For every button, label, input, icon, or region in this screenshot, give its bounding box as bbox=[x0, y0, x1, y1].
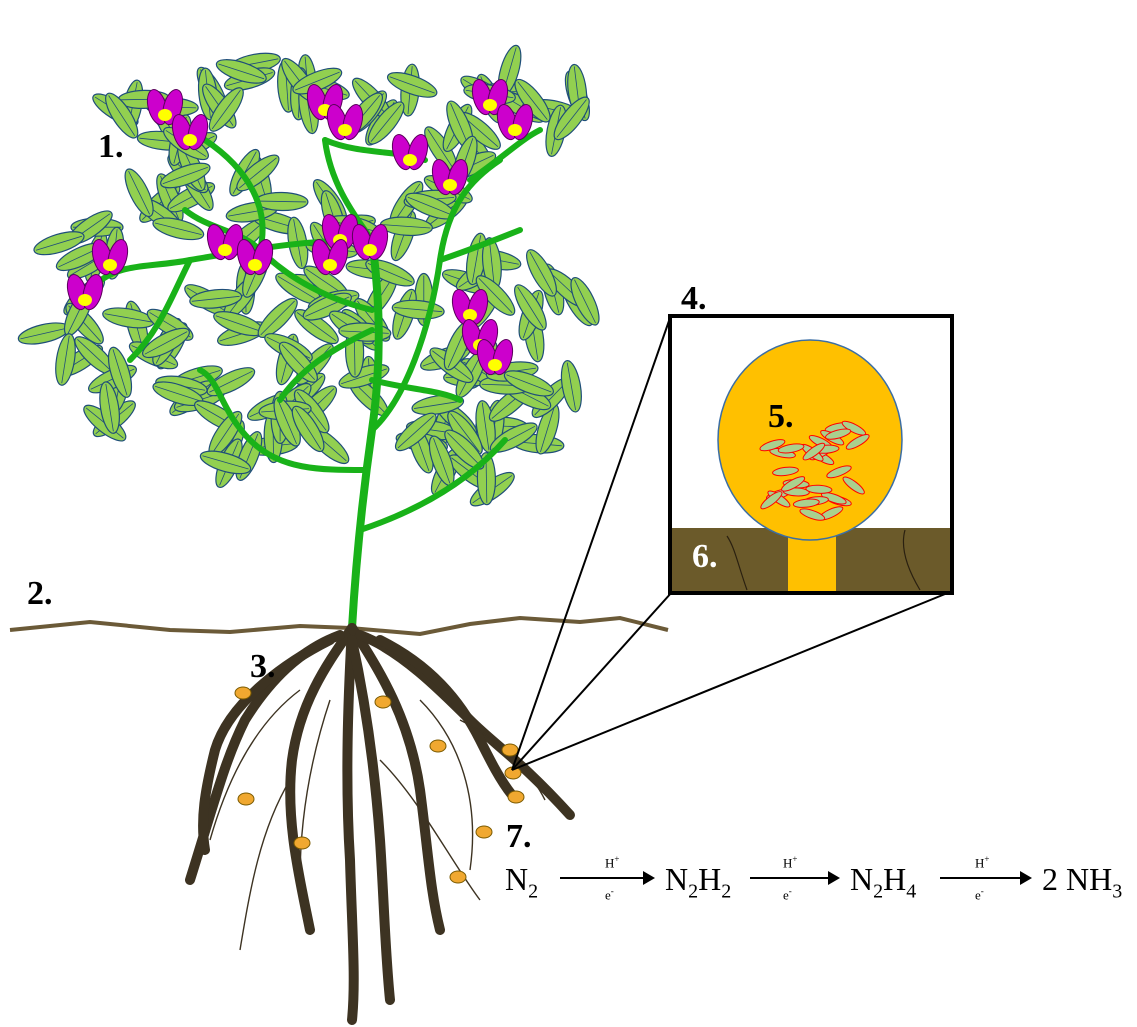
term-n2h2: N2H2 bbox=[665, 863, 731, 901]
label-4: 4. bbox=[681, 282, 707, 316]
nodule bbox=[294, 837, 310, 849]
reaction-arrow-3-head bbox=[1020, 871, 1032, 885]
label-6: 6. bbox=[692, 540, 718, 574]
nodule bbox=[450, 871, 466, 883]
nodule bbox=[430, 740, 446, 752]
arrow-2-bottom: e- bbox=[783, 887, 792, 901]
root bbox=[347, 628, 353, 1020]
label-2: 2. bbox=[27, 577, 53, 611]
reaction-arrow-3 bbox=[940, 877, 1022, 879]
nodule bbox=[238, 793, 254, 805]
leaflet bbox=[53, 332, 79, 386]
arrow-1-bottom: e- bbox=[605, 887, 614, 901]
reaction-arrow-1 bbox=[560, 877, 645, 879]
term-n2: N2 bbox=[505, 863, 538, 901]
label-5: 5. bbox=[768, 400, 794, 434]
arrow-1-top: H+ bbox=[605, 855, 619, 869]
label-1: 1. bbox=[98, 130, 124, 164]
label-7: 7. bbox=[506, 820, 532, 854]
arrow-3-bottom: e- bbox=[975, 887, 984, 901]
term-n2h4: N2H4 bbox=[850, 863, 916, 901]
arrow-2-top: H+ bbox=[783, 855, 797, 869]
flower bbox=[324, 102, 366, 141]
nodule bbox=[476, 826, 492, 838]
stem bbox=[372, 380, 460, 400]
term-2nh3: 2 NH3 bbox=[1042, 863, 1122, 901]
nodule bbox=[235, 687, 251, 699]
root-hair bbox=[300, 700, 330, 880]
leaflet bbox=[120, 165, 159, 220]
root-hair bbox=[240, 780, 290, 950]
nodule bbox=[375, 696, 391, 708]
nodule bbox=[508, 791, 524, 803]
nitrogen-reduction-equation: N2 H+ e- N2H2 H+ e- N2H4 H+ e- 2 NH3 bbox=[505, 855, 1125, 915]
leaflet bbox=[558, 359, 585, 413]
leaflet bbox=[101, 305, 155, 332]
flower bbox=[389, 132, 431, 171]
nodule bbox=[502, 744, 518, 756]
reaction-arrow-2 bbox=[750, 877, 830, 879]
leaflet bbox=[256, 192, 308, 211]
label-3: 3. bbox=[250, 650, 276, 684]
reaction-arrow-2-head bbox=[828, 871, 840, 885]
reaction-arrow-1-head bbox=[643, 871, 655, 885]
arrow-3-top: H+ bbox=[975, 855, 989, 869]
